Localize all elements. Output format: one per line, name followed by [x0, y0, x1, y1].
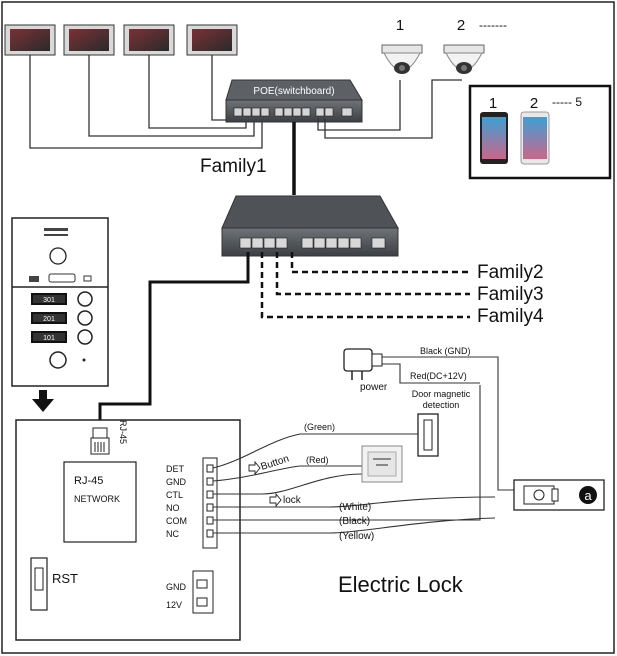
panel-button-label-2: 201: [43, 316, 55, 323]
door-detection-label-2: detection: [423, 400, 460, 410]
rj45-box-sub: NETWORK: [74, 494, 120, 504]
power-terminal-gnd: GND: [166, 582, 187, 592]
wire-label-black-gnd: Black (GND): [420, 346, 471, 356]
door-detection-label-1: Door magnetic: [412, 389, 471, 399]
rj45-box-title: RJ-45: [74, 475, 103, 487]
phone-label-1: 1: [489, 95, 497, 112]
down-arrow-icon: [32, 390, 54, 412]
indoor-monitor-3: [123, 24, 175, 56]
terminal-label-nc: NC: [166, 529, 179, 539]
phone-label-range: ----- 5: [552, 95, 582, 109]
camera-cables: [317, 79, 462, 139]
terminal-block: [202, 457, 218, 549]
camera-lens: [49, 247, 67, 265]
panel-network-cable: [98, 252, 250, 430]
power-terminal-block: [192, 570, 214, 614]
poe-ports: [233, 107, 353, 117]
family-switch: [221, 195, 399, 257]
family1-label: Family1: [200, 156, 267, 177]
door-magnetic-sensor: [417, 413, 439, 457]
indoor-monitor-2: [63, 24, 115, 56]
power-terminal-12v: 12V: [166, 600, 182, 610]
wire-label-yellow: (Yellow): [339, 531, 374, 542]
camera-label-2: 2: [457, 17, 465, 34]
power-label: power: [360, 382, 388, 393]
dome-camera-2: [443, 44, 485, 74]
indoor-monitor-1: [4, 24, 56, 56]
call-button-1[interactable]: [77, 291, 93, 307]
terminal-label-com: COM: [166, 516, 187, 526]
terminal-label-gnd: GND: [166, 477, 187, 487]
family-dashed-cables: [260, 252, 470, 319]
panel-button-label-1: 301: [43, 297, 55, 304]
wire-label-white: (White): [339, 502, 371, 513]
electric-lock: [513, 479, 605, 511]
rst-label: RST: [52, 571, 78, 586]
button-arrow-icon: [248, 460, 261, 476]
family-switch-ports: [239, 237, 386, 249]
wire-label-green: (Green): [304, 422, 335, 432]
lock-badge: a: [584, 488, 592, 503]
wire-label-black: (Black): [339, 516, 370, 527]
rj45-connector: [90, 427, 110, 455]
terminal-label-det: DET: [166, 464, 185, 474]
rj45-box: [63, 461, 137, 543]
family4-label: Family4: [477, 306, 544, 327]
lock-arrow-icon: [269, 492, 282, 508]
call-button-3[interactable]: [77, 329, 93, 345]
family3-label: Family3: [477, 284, 544, 305]
family2-label: Family2: [477, 262, 544, 283]
rst-switch[interactable]: [34, 567, 44, 591]
panel-unlock-button[interactable]: [49, 351, 67, 369]
monitor-cables: [29, 55, 263, 149]
power-adapter: [343, 348, 383, 380]
lock-wires: [212, 385, 496, 534]
exit-button: [361, 445, 403, 483]
wire-label-red: (Red): [306, 455, 329, 465]
electric-lock-title: Electric Lock: [338, 572, 464, 597]
power-wires: [382, 356, 520, 491]
camera-label-1: 1: [396, 17, 404, 34]
button-label: Button: [260, 453, 291, 472]
phone-label-2: 2: [530, 95, 538, 112]
smartphone-2: [520, 111, 550, 165]
panel-button-label-3: 101: [43, 335, 55, 342]
lock-label: lock: [283, 495, 302, 506]
call-button-2[interactable]: [77, 310, 93, 326]
smartphone-1: [480, 112, 508, 164]
poe-switch-label: POE(switchboard): [253, 86, 334, 97]
rj45-side-label: RJ-45: [118, 420, 128, 444]
poe-switch: POE(switchboard): [225, 79, 363, 123]
dome-camera-1: [381, 44, 423, 74]
wire-label-red-dc: Red(DC+12V): [410, 371, 467, 381]
outdoor-panel: 301 201 101: [11, 217, 109, 387]
camera-label-dashes: -------: [479, 18, 507, 32]
terminal-label-no: NO: [166, 503, 180, 513]
terminal-label-ctl: CTL: [166, 490, 183, 500]
indoor-monitor-4: [186, 24, 238, 56]
